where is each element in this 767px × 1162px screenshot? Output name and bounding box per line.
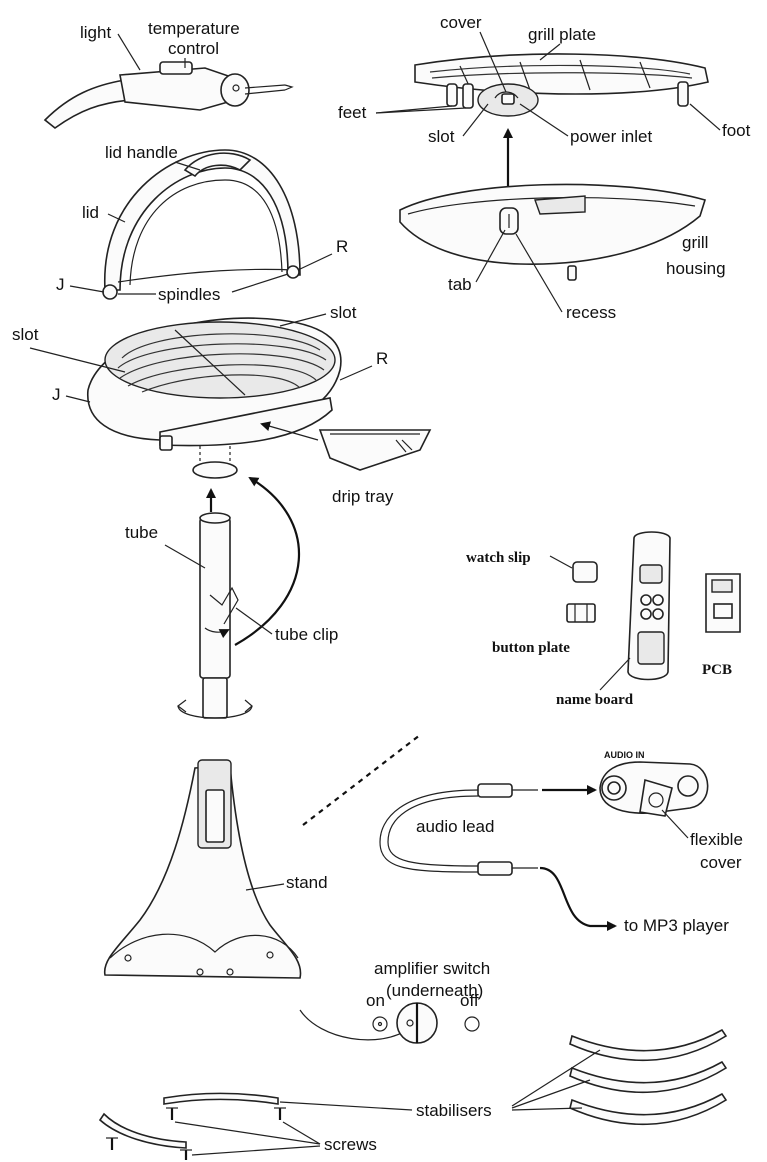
label-light: light <box>80 23 111 42</box>
label-audio-in: AUDIO IN <box>604 750 645 760</box>
label-pcb: PCB <box>702 662 732 678</box>
grill-plate-drawing <box>414 53 709 117</box>
label-watch-slip: watch slip <box>466 550 531 566</box>
label-spindles: spindles <box>158 285 220 304</box>
lid-drawing <box>102 149 301 300</box>
stand-drawing <box>103 759 302 979</box>
label-stabilisers: stabilisers <box>416 1101 492 1120</box>
audio-lead-drawing <box>379 761 709 931</box>
amplifier-switch-drawing <box>372 1002 480 1044</box>
label-temperature-control-line1: temperature <box>148 19 240 38</box>
temperature-control-drawing <box>43 61 294 130</box>
watch-parts-drawing <box>566 531 741 681</box>
label-slot-top: slot <box>428 127 455 146</box>
label-slot-right: slot <box>330 303 357 322</box>
label-cover: cover <box>440 13 482 32</box>
label-slot-left: slot <box>12 325 39 344</box>
label-tube-clip: tube clip <box>275 625 338 644</box>
label-tab: tab <box>448 275 472 294</box>
label-to-mp3-player: to MP3 player <box>624 916 729 935</box>
label-tube: tube <box>125 523 158 542</box>
drip-tray-drawing <box>318 429 432 471</box>
label-off: off <box>460 991 479 1010</box>
label-temperature-control-line2: control <box>168 39 219 58</box>
label-flexible-cover-line2: cover <box>700 853 742 872</box>
label-feet: feet <box>338 103 367 122</box>
label-lid: lid <box>82 203 99 222</box>
label-flexible-cover-line1: flexible <box>690 830 743 849</box>
label-r-grill: R <box>376 349 388 368</box>
grill-drawing <box>87 317 342 479</box>
tube-drawing <box>177 476 300 719</box>
label-stand: stand <box>286 873 328 892</box>
label-grill-housing-line2: housing <box>666 259 726 278</box>
label-lid-handle: lid handle <box>105 143 178 162</box>
stabilisers-drawing <box>98 1028 728 1160</box>
label-amplifier-switch-line1: amplifier switch <box>374 959 490 978</box>
label-j-lid: J <box>56 275 65 294</box>
label-power-inlet: power inlet <box>570 127 652 146</box>
label-amplifier-switch-line2: (underneath) <box>386 981 483 1000</box>
label-r-lid: R <box>336 237 348 256</box>
dashed-separator <box>302 734 421 826</box>
label-drip-tray: drip tray <box>332 487 394 506</box>
grill-housing-drawing <box>399 183 707 281</box>
label-on: on <box>366 991 385 1010</box>
label-grill-plate: grill plate <box>528 25 596 44</box>
label-name-board: name board <box>556 692 634 708</box>
label-audio-lead: audio lead <box>416 817 494 836</box>
label-button-plate: button plate <box>492 640 570 656</box>
label-grill-housing-line1: grill <box>682 233 708 252</box>
label-screws: screws <box>324 1135 377 1154</box>
label-foot: foot <box>722 121 751 140</box>
label-recess: recess <box>566 303 616 322</box>
label-j-grill: J <box>52 385 61 404</box>
